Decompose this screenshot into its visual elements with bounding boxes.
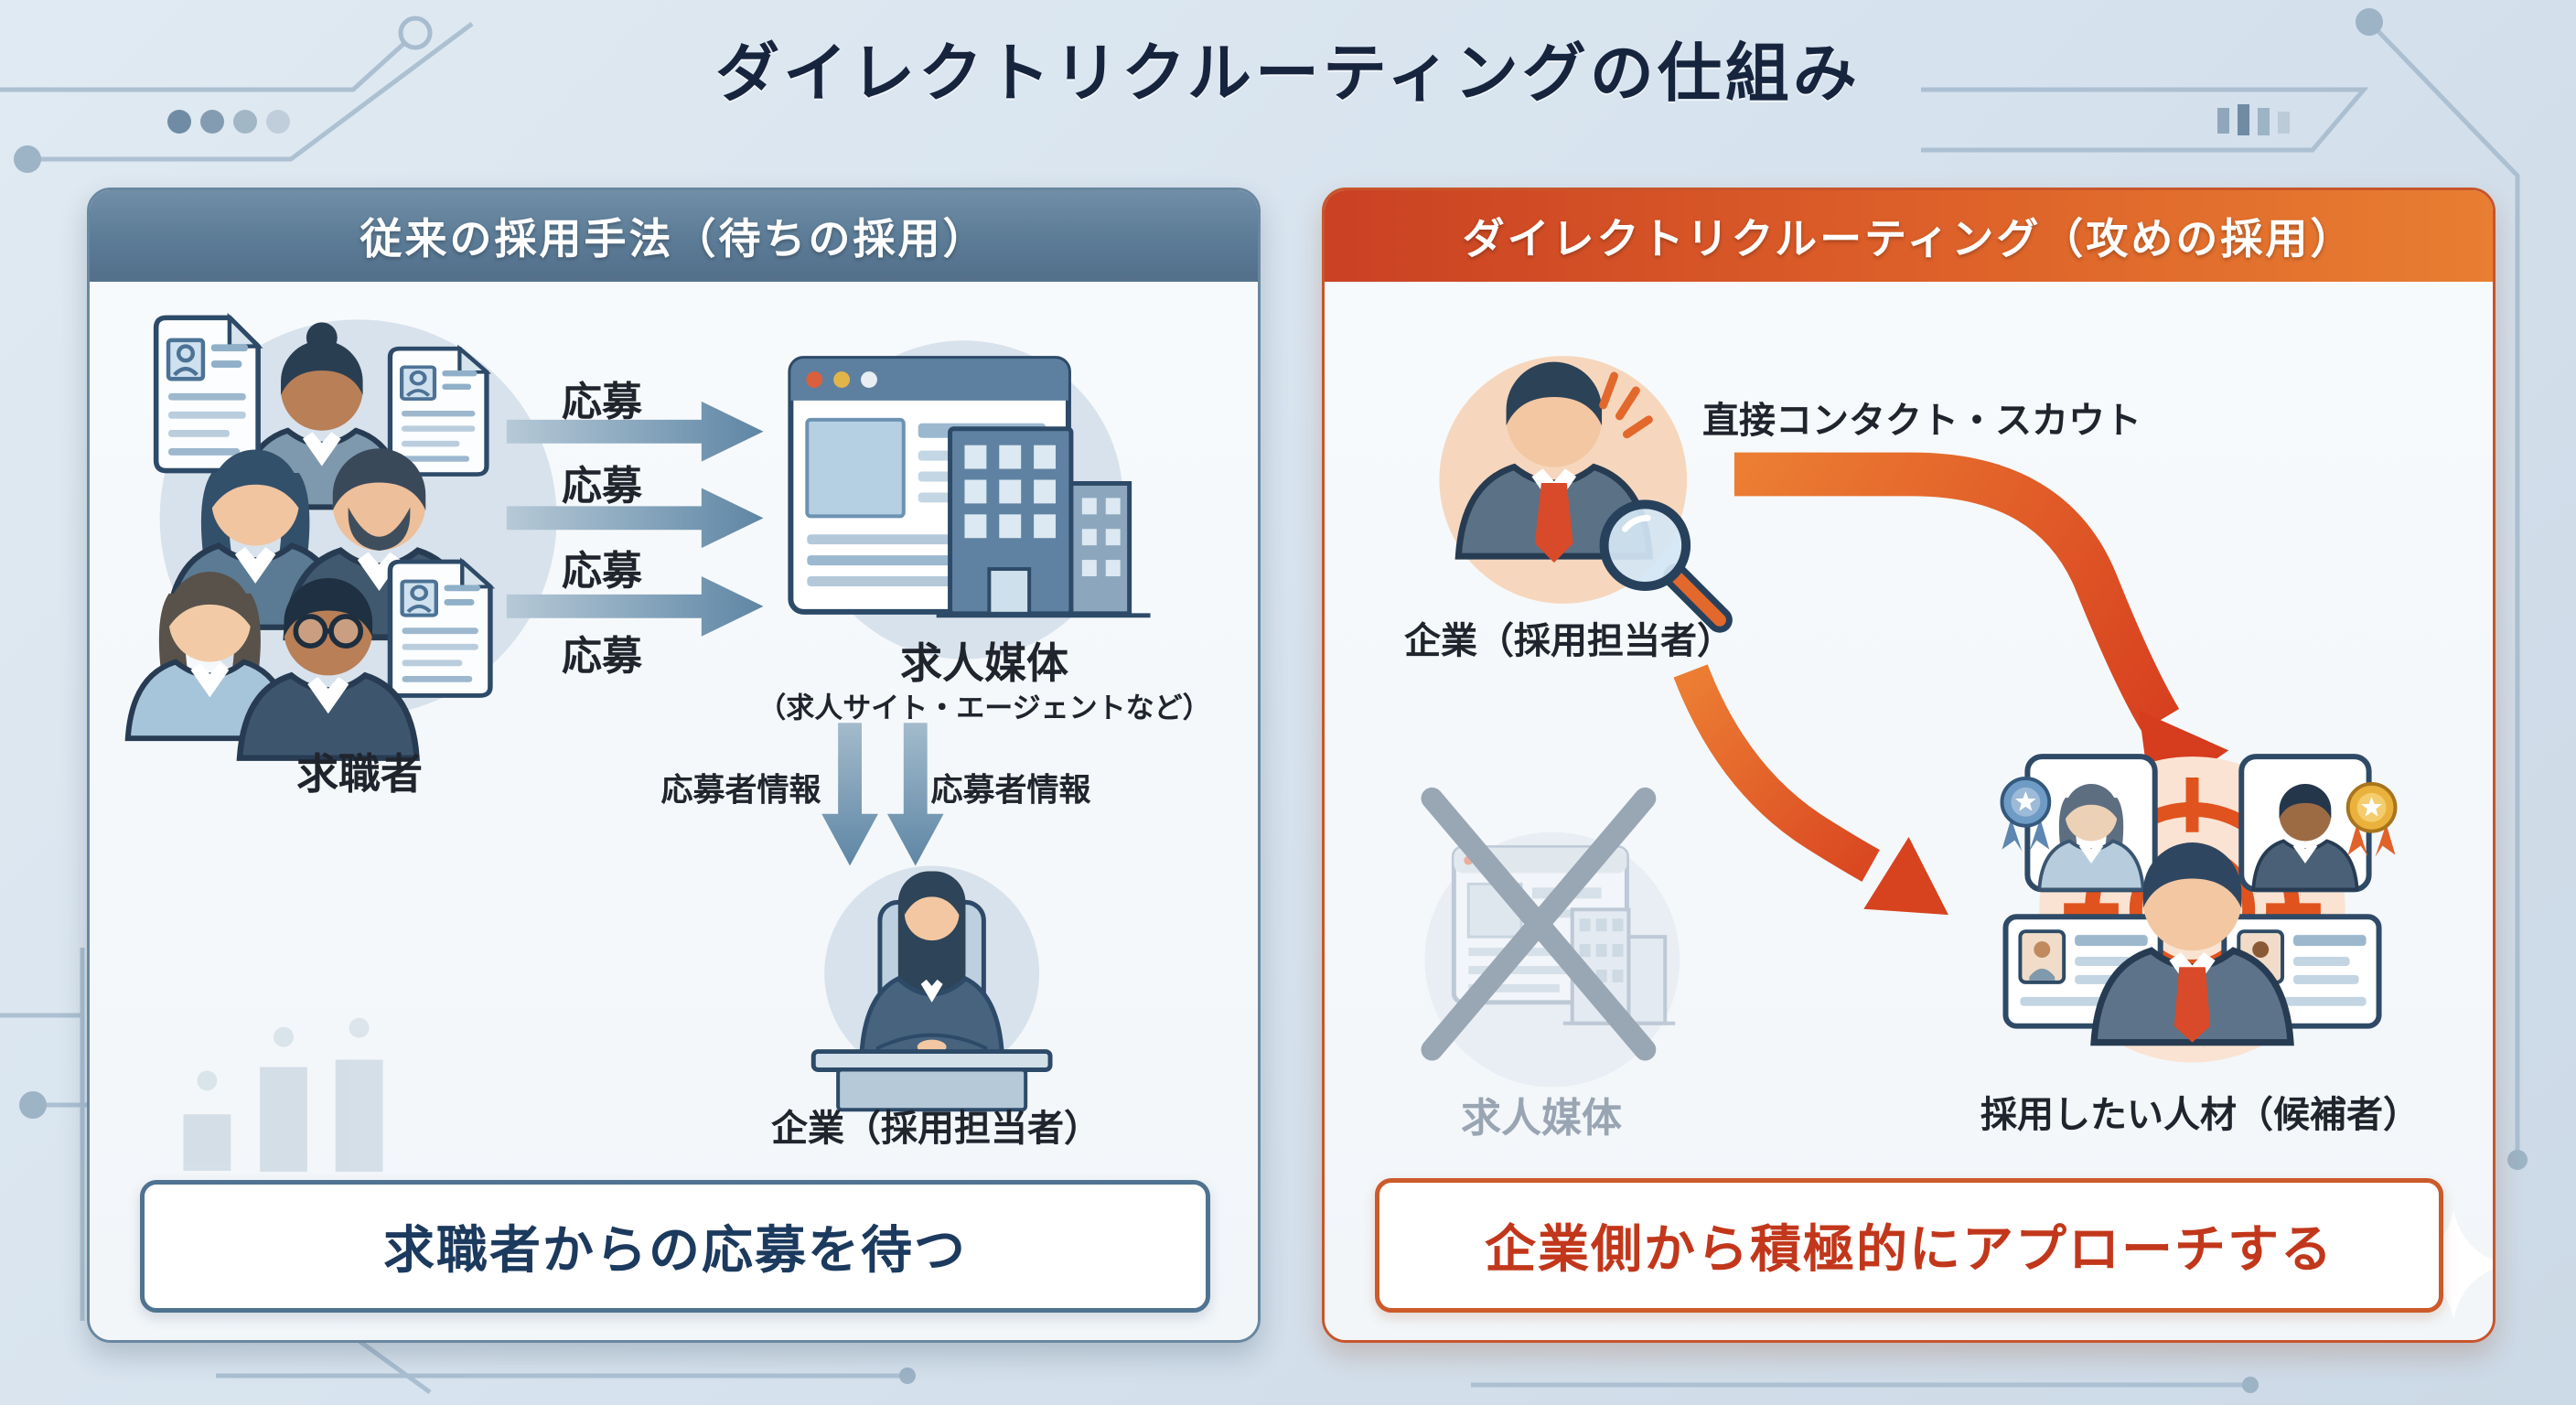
candidates-target-group — [2000, 754, 2398, 1063]
glasses-icon — [293, 614, 364, 649]
dots-decoration-icon — [167, 110, 290, 134]
panel-left-header: 従来の採用手法（待ちの採用） — [90, 190, 1258, 282]
applicant-info-arrow-icon — [821, 723, 944, 866]
applicant-info-label-left: 応募者情報 — [660, 772, 821, 809]
panel-traditional-recruiting: 従来の採用手法（待ちの採用） — [87, 188, 1261, 1343]
cross-icon — [1421, 787, 1657, 1061]
magnifier-icon — [1599, 499, 1733, 633]
browser-dot-yellow-icon — [833, 371, 851, 388]
scout-label: 直接コンタクト・スカウト — [1702, 401, 2141, 441]
candidates-label: 採用したい人材（候補者） — [1980, 1095, 2420, 1135]
application-arrow-icon — [506, 401, 764, 637]
candidate-card-icon — [2024, 754, 2158, 893]
application-label-4: 応募 — [562, 634, 642, 679]
panel-direct-recruiting: ダイレクトリクルーティング（攻めの採用） — [1322, 188, 2496, 1343]
recruiter-search-icon — [1439, 356, 1733, 633]
browser-dot-red-icon — [806, 371, 823, 388]
applicant-info-label-right: 応募者情報 — [930, 772, 1091, 809]
summary-text-right: 企業側から積極的にアプローチする — [1485, 1220, 2334, 1278]
job-media-icon — [788, 340, 1151, 660]
job-seekers-label: 求職者 — [296, 750, 423, 798]
job-seekers-icon — [128, 317, 557, 757]
company-label-left: 企業（採用担当者） — [771, 1109, 1100, 1149]
job-media-crossed-icon — [1421, 787, 1680, 1088]
sparkle-icon — [2400, 1209, 2493, 1320]
candidate-card-icon — [2238, 754, 2372, 893]
resume-icon — [390, 562, 489, 695]
browser-dot-white-icon — [861, 371, 877, 388]
building-icon — [936, 426, 1151, 618]
bars-decoration-icon — [2217, 104, 2290, 135]
panel-right-header: ダイレクトリクルーティング（攻めの採用） — [1325, 190, 2493, 282]
approach-arrow-icon — [1673, 664, 1948, 916]
job-media-label: 求人媒体 — [900, 639, 1068, 687]
page-title: ダイレクトリクルーティングの仕組み — [715, 38, 1861, 109]
candidate-person-icon — [2094, 842, 2291, 1043]
job-media-ghost-label: 求人媒体 — [1461, 1096, 1622, 1141]
summary-box-left: 求職者からの応募を待つ — [140, 1180, 1210, 1313]
panel-left-illustrations — [90, 190, 1151, 1172]
panel-right-illustrations — [1421, 356, 2493, 1320]
recruiter-desk-icon — [810, 865, 1053, 1112]
company-label-right: 企業（採用担当者） — [1404, 621, 1733, 661]
sparkle-lines-icon — [1599, 371, 1653, 439]
application-label-1: 応募 — [562, 380, 642, 424]
job-media-sublabel: （求人サイト・エージェントなど） — [757, 692, 1211, 724]
beard-icon — [348, 507, 411, 551]
tie-icon — [1534, 482, 1573, 563]
application-label-2: 応募 — [562, 464, 642, 509]
summary-text-left: 求職者からの応募を待つ — [383, 1221, 967, 1279]
bar-chart-watermark-icon — [183, 1017, 383, 1172]
summary-box-right: 企業側から積極的にアプローチする — [1375, 1178, 2443, 1313]
application-label-3: 応募 — [562, 549, 642, 594]
